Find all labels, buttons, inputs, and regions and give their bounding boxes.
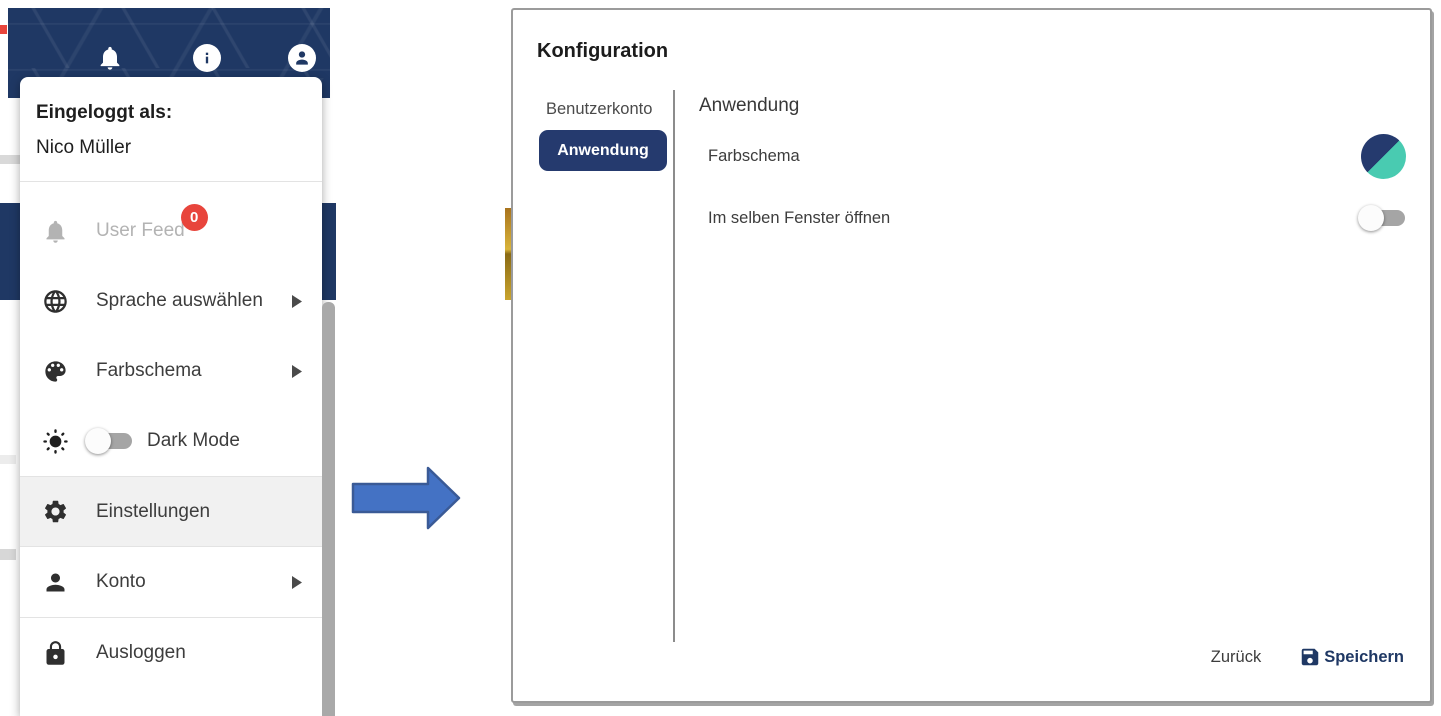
section-heading: Anwendung <box>699 95 800 116</box>
info-glyph <box>205 52 209 64</box>
menu-item-label: Einstellungen <box>96 500 211 522</box>
chevron-right-icon <box>292 364 302 378</box>
lock-icon <box>46 640 65 665</box>
account-icon[interactable] <box>288 44 316 72</box>
sun-icon <box>43 428 68 454</box>
toggle-knob <box>1358 205 1384 231</box>
gear-icon <box>44 500 67 523</box>
menu-item-label: Ausloggen <box>96 642 186 663</box>
chevron-right-icon <box>292 294 302 308</box>
menu-item-language[interactable]: Sprache auswählen <box>20 266 322 336</box>
palette-icon <box>45 360 66 382</box>
setting-label: Farbschema <box>708 146 800 165</box>
background-strip <box>0 455 16 464</box>
menu-item-label: Konto <box>96 571 146 592</box>
info-icon[interactable] <box>193 44 221 72</box>
dialog-footer: Zurück Speichern <box>1211 646 1404 668</box>
color-scheme-swatch[interactable] <box>1361 133 1406 179</box>
same-window-toggle[interactable] <box>1358 205 1406 231</box>
dark-mode-toggle[interactable] <box>85 428 133 454</box>
background-fragment <box>505 208 511 300</box>
menu-item-settings[interactable]: Einstellungen <box>20 477 322 546</box>
save-button[interactable]: Speichern <box>1299 646 1404 668</box>
toggle-knob <box>85 428 111 454</box>
setting-row-same-window: Im selben Fenster öffnen <box>708 198 1406 238</box>
menu-item-label: Farbschema <box>96 360 202 381</box>
menu-item-label: User Feed <box>96 220 185 241</box>
tab-user-account[interactable]: Benutzerkonto <box>546 100 653 118</box>
background-strip <box>0 155 20 164</box>
person-glyph <box>296 51 308 65</box>
menu-item-logout[interactable]: Ausloggen <box>20 618 322 688</box>
app-header <box>8 8 330 98</box>
menu-item-label: Dark Mode <box>147 430 240 451</box>
divider <box>20 546 322 547</box>
divider <box>20 617 322 618</box>
scrollbar[interactable] <box>322 302 335 716</box>
notification-badge: 0 <box>180 203 208 231</box>
setting-row-color-scheme: Farbschema <box>708 130 1406 182</box>
save-floppy-icon <box>1301 648 1319 666</box>
menu-item-dark-mode: Dark Mode <box>20 406 322 476</box>
notifications-bell-icon[interactable] <box>96 44 124 72</box>
background-navy-band-right <box>322 203 336 300</box>
user-name: Nico Müller <box>36 137 132 158</box>
back-button[interactable]: Zurück <box>1210 647 1262 666</box>
user-menu-screenshot: Eingeloggt als: Nico Müller User Feed 0 … <box>0 0 338 716</box>
tab-application[interactable]: Anwendung <box>539 130 667 171</box>
person-icon <box>46 573 65 591</box>
user-dropdown-menu: Eingeloggt als: Nico Müller User Feed 0 … <box>20 77 322 716</box>
logged-in-label: Eingeloggt als: <box>36 102 173 123</box>
divider <box>20 181 322 182</box>
dialog-title: Konfiguration <box>537 40 669 62</box>
background-red-fragment <box>0 25 7 34</box>
chevron-right-icon <box>292 575 302 589</box>
divider <box>20 476 322 477</box>
background-navy-band-left <box>0 203 20 300</box>
menu-item-user-feed[interactable]: User Feed 0 <box>20 196 322 266</box>
configuration-dialog: Konfiguration Benutzerkonto Anwendung An… <box>511 8 1432 703</box>
save-button-label: Speichern <box>1324 647 1404 666</box>
menu-item-color-scheme[interactable]: Farbschema <box>20 336 322 406</box>
background-strip <box>0 549 16 560</box>
globe-icon <box>44 289 67 313</box>
vertical-divider <box>673 90 675 642</box>
menu-item-account[interactable]: Konto <box>20 547 322 617</box>
bell-icon <box>46 220 65 243</box>
flow-arrow-icon <box>351 466 461 530</box>
menu-item-label: Sprache auswählen <box>96 290 263 311</box>
setting-label: Im selben Fenster öffnen <box>708 208 891 227</box>
